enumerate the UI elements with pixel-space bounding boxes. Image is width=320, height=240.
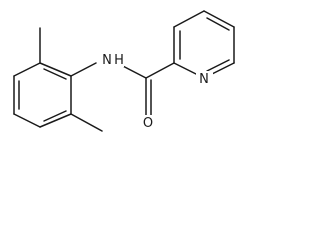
carbonyl-oxygen-backdrop <box>140 115 157 130</box>
bond-pyr-double-top <box>206 17 230 31</box>
bond-pyr-c <box>203 10 235 28</box>
amide-nitrogen-label: N <box>102 53 112 68</box>
ring-nitrogen-backdrop <box>196 71 213 86</box>
amide-nh-backdrop <box>98 51 124 67</box>
bond-pyr-b <box>173 10 205 28</box>
bond-ring1-n <box>70 62 97 77</box>
bond-pyr-double-bottom <box>206 59 230 72</box>
ring-nitrogen-label: N <box>199 72 209 87</box>
bond-ring1-b <box>13 113 41 128</box>
bond-ring1-f <box>13 62 41 77</box>
bond-ring1-double-top <box>43 68 67 80</box>
bond-ring1-e <box>39 62 72 77</box>
chemical-structure-diagram: N H N O <box>13 10 235 132</box>
bond-methyl-bottom <box>70 113 103 132</box>
bond-carbonyl-pyridine <box>145 62 175 79</box>
bond-ring1-double-bottom <box>43 110 67 122</box>
bond-ring1-c <box>39 113 72 128</box>
carbonyl-oxygen-label: O <box>143 116 153 131</box>
bonds <box>13 10 235 132</box>
atom-labels: N H N O <box>98 51 213 131</box>
amide-hydrogen-label: H <box>114 53 124 68</box>
